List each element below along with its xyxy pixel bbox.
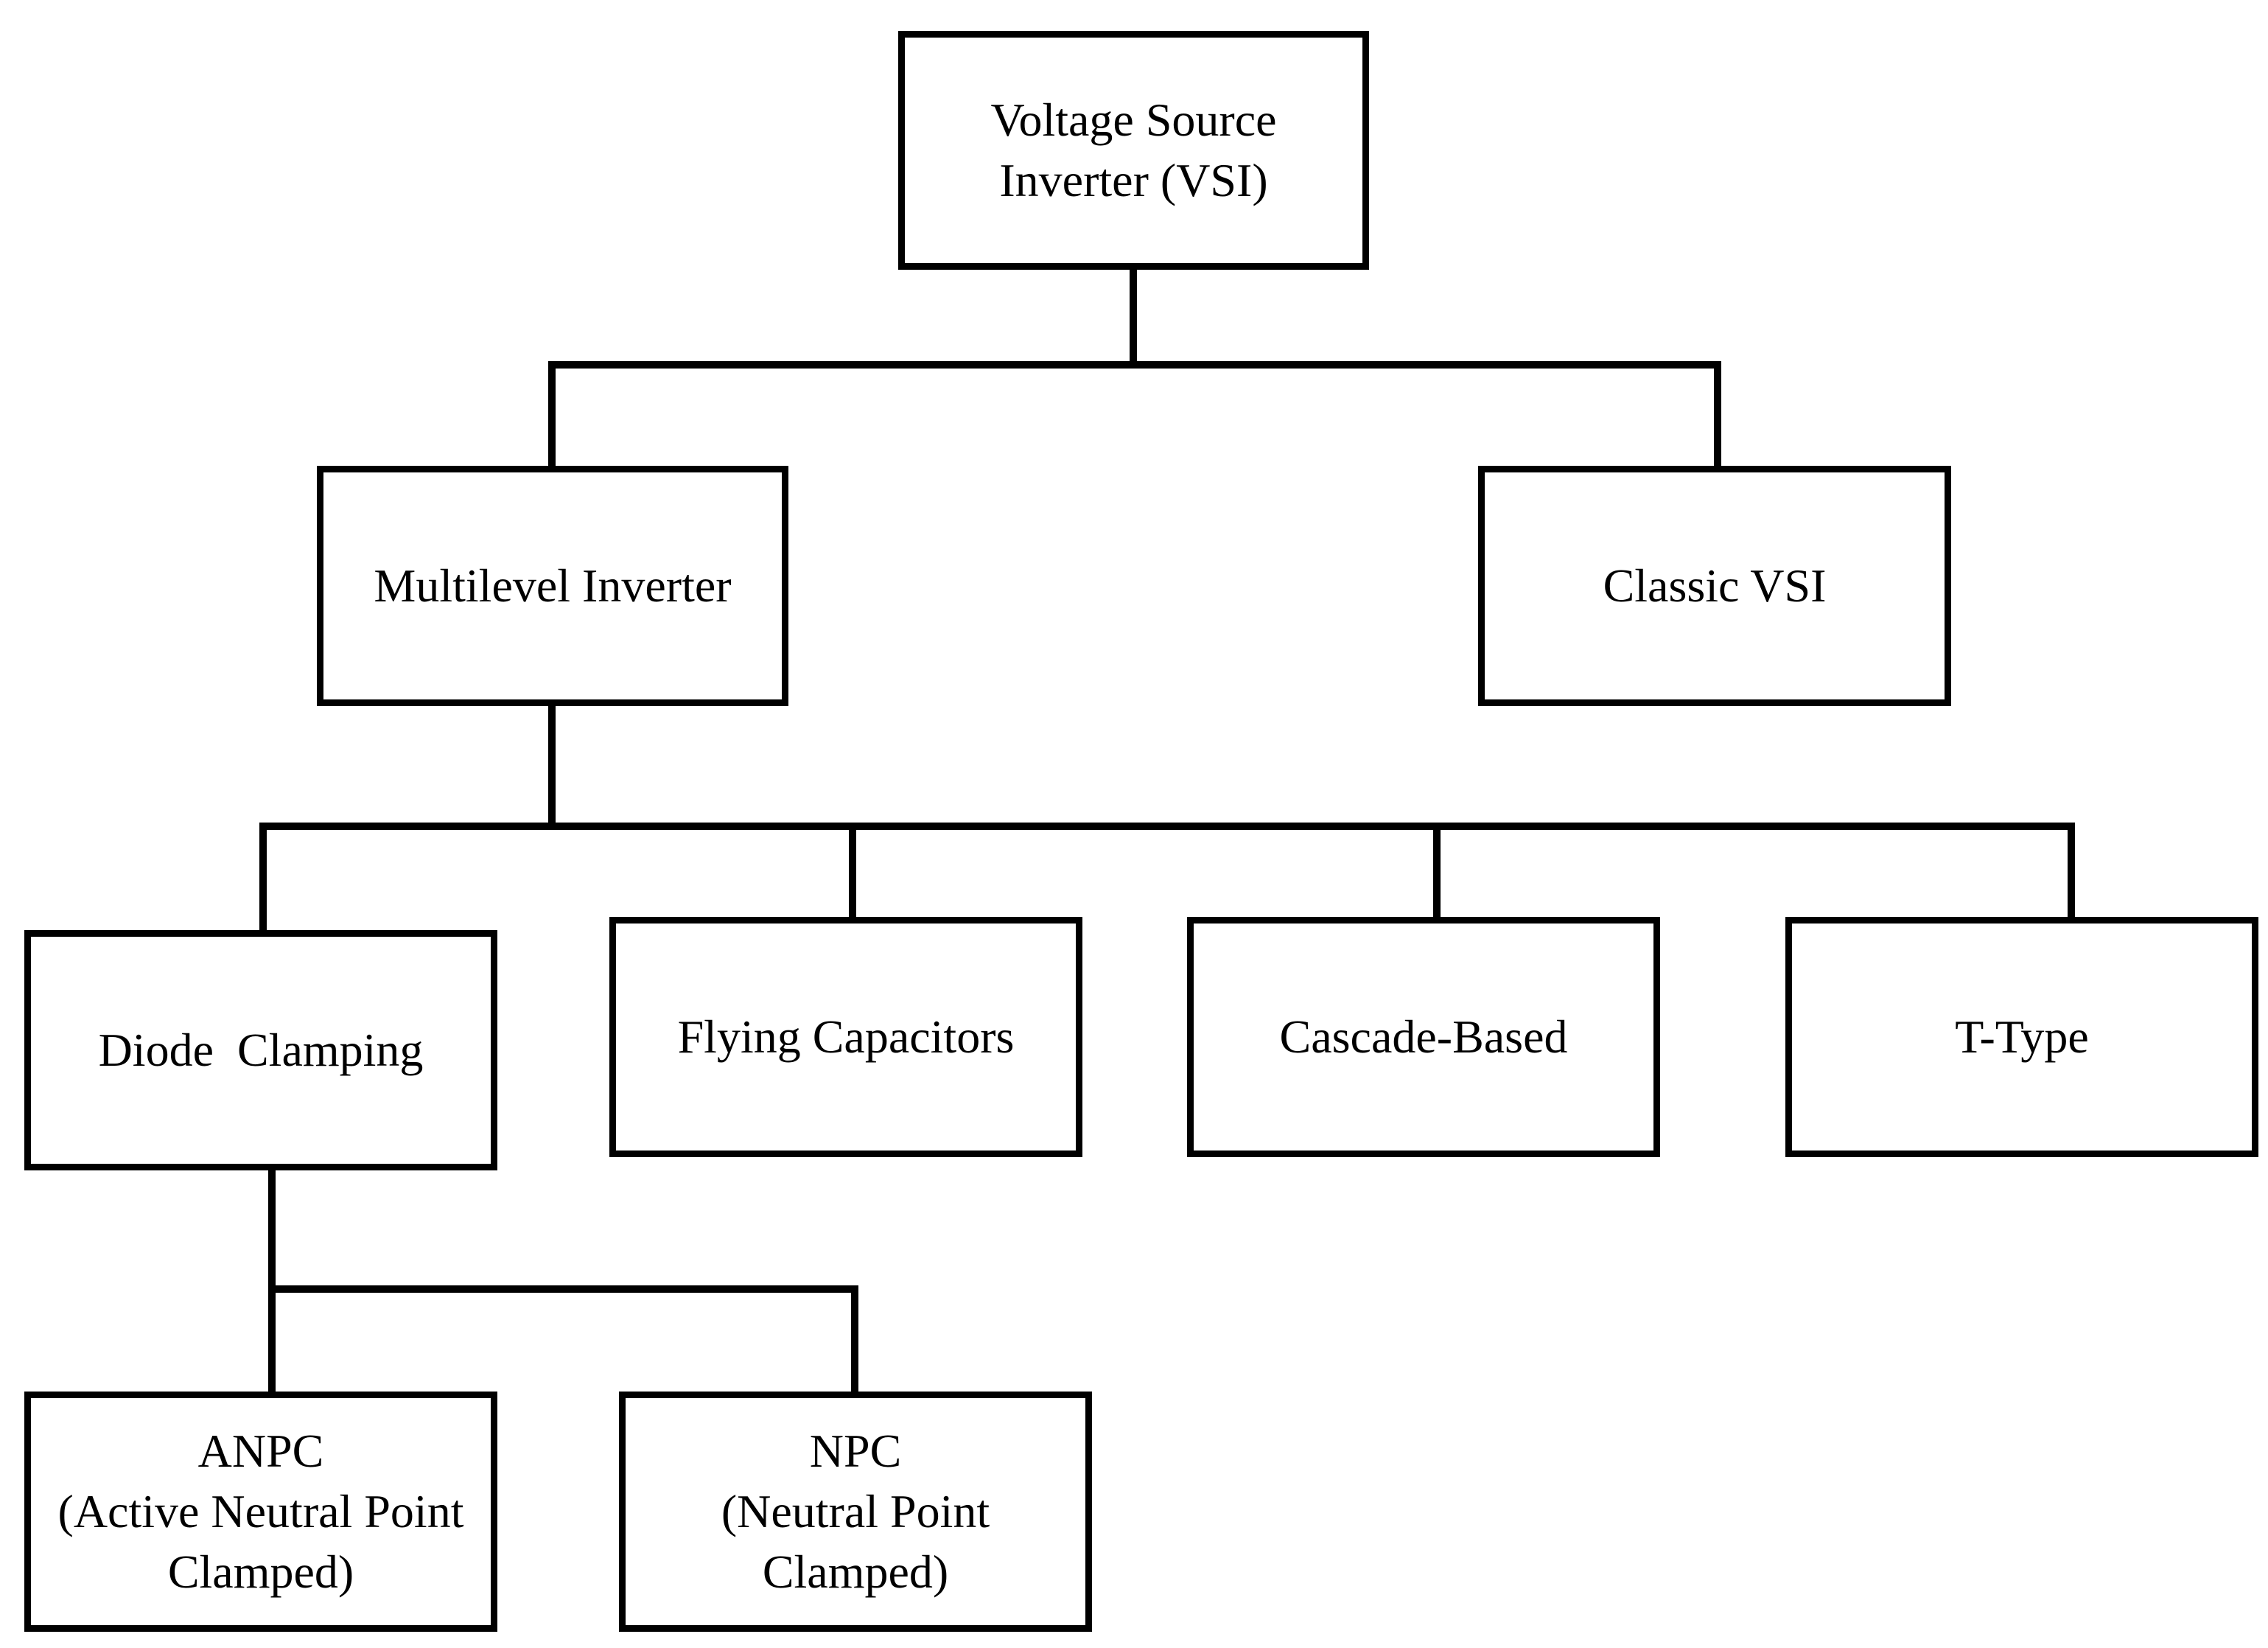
connector-to-cascade xyxy=(1433,823,1441,920)
connector-to-classic xyxy=(1714,361,1721,472)
connector-diode-down xyxy=(268,1165,276,1289)
node-anpc: ANPC (Active Neutral Point Clamped) xyxy=(24,1392,497,1632)
connector-to-ttype xyxy=(2068,823,2075,929)
node-npc: NPC (Neutral Point Clamped) xyxy=(619,1392,1092,1632)
connector-level1-bus xyxy=(548,361,1721,369)
node-flying-capacitors: Flying Capacitors xyxy=(609,917,1082,1157)
node-voltage-source-inverter: Voltage Source Inverter (VSI) xyxy=(898,31,1369,270)
connector-level3-bus xyxy=(268,1285,858,1293)
node-multilevel-inverter: Multilevel Inverter xyxy=(317,466,788,706)
connector-to-anpc xyxy=(268,1285,276,1397)
connector-level2-bus xyxy=(259,823,2072,830)
node-classic-vsi: Classic VSI xyxy=(1478,466,1951,706)
node-cascade-based: Cascade-Based xyxy=(1187,917,1660,1157)
connector-to-flying xyxy=(849,823,856,920)
connector-to-diode xyxy=(259,823,267,933)
connector-multilevel-down xyxy=(548,704,556,826)
connector-root-down xyxy=(1130,265,1137,365)
connector-to-npc xyxy=(851,1285,858,1397)
node-diode-clamping: Diode Clamping xyxy=(24,930,497,1170)
node-t-type: T-Type xyxy=(1785,917,2258,1157)
connector-to-multilevel xyxy=(548,361,556,472)
